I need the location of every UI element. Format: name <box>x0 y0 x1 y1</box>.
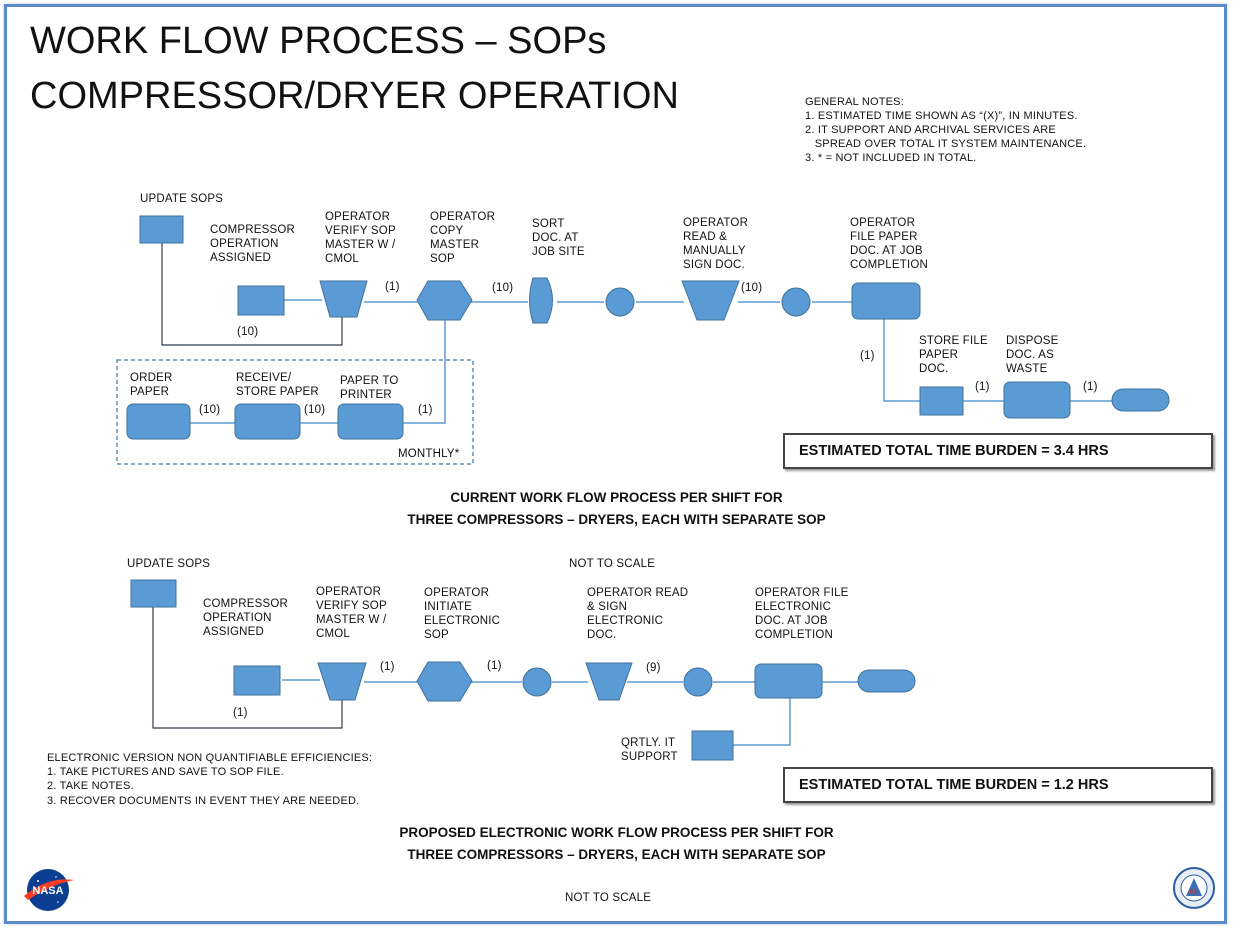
proposed-initiate-hexagon <box>416 661 473 702</box>
efficiency-2: 2. TAKE NOTES. <box>47 780 134 792</box>
proposed-total-time-box: ESTIMATED TOTAL TIME BURDEN = 1.2 HRS <box>783 767 1213 803</box>
general-note-2-cont: SPREAD OVER TOTAL IT SYSTEM MAINTENANCE. <box>805 138 1087 150</box>
proposed-label-verify-sop: OPERATOR VERIFY SOP MASTER W / CMOL <box>316 586 387 640</box>
current-update-sops-box <box>139 215 184 244</box>
general-note-1: 1. ESTIMATED TIME SHOWN AS “(X)”, IN MIN… <box>805 110 1078 122</box>
proposed-file-elec-box <box>754 663 823 699</box>
efficiency-1: 1. TAKE PICTURES AND SAVE TO SOP FILE. <box>47 766 284 778</box>
current-compressor-assigned-box <box>237 285 285 316</box>
current-dispose-box <box>1003 381 1071 419</box>
current-time-order-receive: (10) <box>199 404 221 416</box>
current-caption-line1: CURRENT WORK FLOW PROCESS PER SHIFT FOR <box>450 490 783 505</box>
current-time-copy-sort: (10) <box>492 282 514 294</box>
current-label-copy-master: OPERATOR COPY MASTER SOP <box>430 211 496 265</box>
current-time-verify-copy: (1) <box>385 281 400 293</box>
current-circle-1 <box>605 287 635 317</box>
proposed-label-update-sops: UPDATE SOPS <box>127 558 211 570</box>
current-time-read-file: (10) <box>741 282 763 294</box>
proposed-caption-line1: PROPOSED ELECTRONIC WORK FLOW PROCESS PE… <box>399 825 834 840</box>
current-copy-master-hexagon <box>416 280 473 321</box>
proposed-update-loop-connector <box>152 607 343 729</box>
proposed-terminator <box>857 669 916 693</box>
general-note-2: 2. IT SUPPORT AND ARCHIVAL SERVICES ARE <box>805 124 1056 136</box>
current-connector-printer-copy <box>403 320 446 424</box>
proposed-label-file-elec: OPERATOR FILE ELECTRONIC DOC. AT JOB COM… <box>755 587 849 641</box>
proposed-time-verify-initiate: (1) <box>380 661 395 673</box>
current-receive-store-box <box>234 403 301 440</box>
proposed-verify-sop-trapezoid <box>317 662 367 701</box>
current-total-time-box: ESTIMATED TOTAL TIME BURDEN = 3.4 HRS <box>783 433 1213 469</box>
current-time-update-loop: (10) <box>237 326 259 338</box>
proposed-label-not-to-scale: NOT TO SCALE <box>569 558 656 570</box>
efficiency-3: 3. RECOVER DOCUMENTS IN EVENT THEY ARE N… <box>47 795 360 807</box>
current-label-file-paper: OPERATOR FILE PAPER DOC. AT JOB COMPLETI… <box>850 217 929 271</box>
current-read-sign-trapezoid <box>681 280 740 321</box>
current-label-read-sign: OPERATOR READ & MANUALLY SIGN DOC. <box>683 217 749 271</box>
proposed-label-it-support: QRTLY. IT SUPPORT <box>621 737 678 763</box>
proposed-circle-1 <box>522 667 552 697</box>
current-label-store-file: STORE FILE PAPER DOC. <box>919 335 988 375</box>
current-connector-file-store <box>883 318 920 402</box>
nasa-logo-text: NASA <box>32 885 63 897</box>
current-label-compressor-assigned: COMPRESSOR OPERATION ASSIGNED <box>210 224 296 264</box>
current-sort-doc-shape <box>529 277 553 324</box>
proposed-label-read-sign: OPERATOR READ & SIGN ELECTRONIC DOC. <box>587 587 689 641</box>
proposed-caption-line2: THREE COMPRESSORS – DRYERS, EACH WITH SE… <box>407 847 826 862</box>
proposed-time-update-loop: (1) <box>233 707 248 719</box>
nasa-logo: NASA <box>24 869 74 911</box>
current-file-paper-box <box>851 282 921 320</box>
current-circle-2 <box>781 287 811 317</box>
research-directorate-logo: RD <box>1173 867 1215 909</box>
rd-logo-text: RD <box>1190 890 1199 896</box>
proposed-it-support-box <box>691 730 734 761</box>
current-verify-sop-trapezoid <box>319 280 368 318</box>
current-label-receive-store: RECEIVE/ STORE PAPER <box>236 372 319 398</box>
proposed-compressor-assigned-box <box>233 665 281 696</box>
general-note-3: 3. * = NOT INCLUDED IN TOTAL. <box>805 152 977 164</box>
proposed-label-initiate: OPERATOR INITIATE ELECTRONIC SOP <box>424 587 501 641</box>
efficiencies-heading: ELECTRONIC VERSION NON QUANTIFIABLE EFFI… <box>47 752 373 764</box>
slide-frame <box>4 4 1227 924</box>
slide-title-line2: COMPRESSOR/DRYER OPERATION <box>30 75 679 117</box>
current-update-loop-connector <box>161 243 343 346</box>
current-label-update-sops: UPDATE SOPS <box>140 193 224 205</box>
proposed-update-sops-box <box>130 579 177 608</box>
current-time-receive-printer: (10) <box>304 404 326 416</box>
current-paper-printer-box <box>337 403 404 440</box>
current-store-file-box <box>919 386 964 416</box>
current-order-paper-box <box>126 403 191 440</box>
slide-title-line1: WORK FLOW PROCESS – SOPs <box>30 20 607 62</box>
current-label-sort-doc: SORT DOC. AT JOB SITE <box>532 218 585 258</box>
footer-not-to-scale: NOT TO SCALE <box>565 892 652 904</box>
current-time-store-dispose: (1) <box>975 381 990 393</box>
proposed-time-read-circle: (9) <box>646 662 661 674</box>
current-caption-line2: THREE COMPRESSORS – DRYERS, EACH WITH SE… <box>407 512 826 527</box>
current-label-paper-printer: PAPER TO PRINTER <box>340 375 399 401</box>
monthly-dashed-box <box>116 359 474 465</box>
proposed-time-initiate-circle: (1) <box>487 660 502 672</box>
current-label-order-paper: ORDER PAPER <box>130 372 173 398</box>
current-time-file-store: (1) <box>860 350 875 362</box>
current-label-monthly: MONTHLY* <box>398 448 460 460</box>
current-time-printer-copy: (1) <box>418 404 433 416</box>
current-label-verify-sop: OPERATOR VERIFY SOP MASTER W / CMOL <box>325 211 396 265</box>
current-label-dispose-doc: DISPOSE DOC. AS WASTE <box>1006 335 1059 375</box>
current-terminator <box>1111 388 1170 412</box>
proposed-circle-2 <box>683 667 713 697</box>
general-notes-heading: GENERAL NOTES: <box>805 96 904 108</box>
proposed-label-compressor-assigned: COMPRESSOR OPERATION ASSIGNED <box>203 598 289 638</box>
current-time-dispose-end: (1) <box>1083 381 1098 393</box>
proposed-connector-it-support <box>733 698 791 746</box>
proposed-read-sign-trapezoid <box>585 662 633 701</box>
